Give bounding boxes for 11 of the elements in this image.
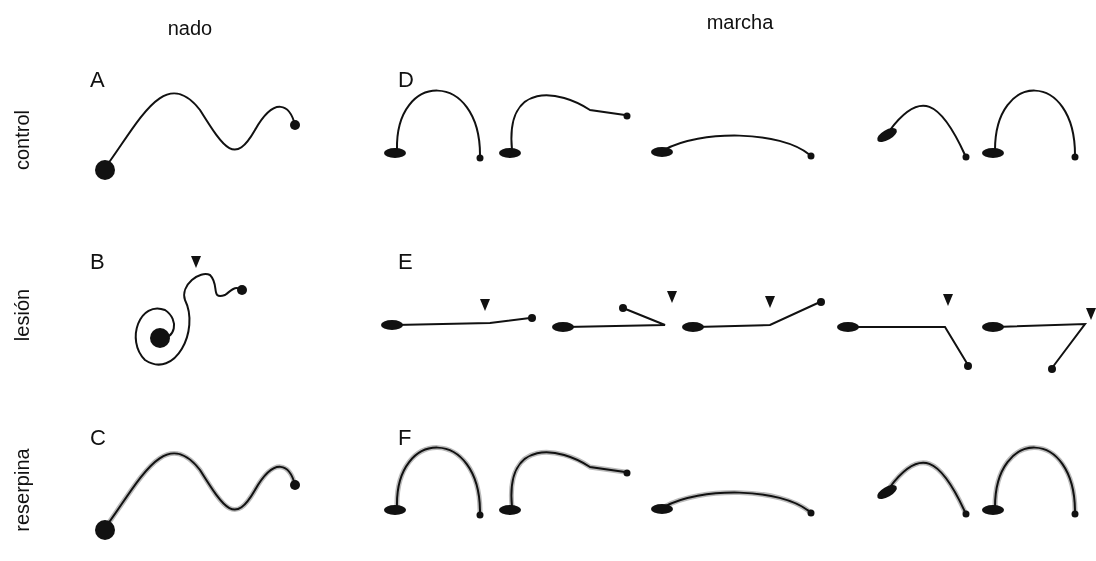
row-label: reserpina [12,448,32,532]
column-heading: nado [167,18,213,38]
panel-letter: C [90,427,106,449]
column-heading: marcha [706,12,774,32]
row-label: control [12,110,32,170]
row-label: lesión [12,288,32,342]
panel-letter: F [398,427,412,449]
panel-letter: D [398,69,414,91]
panel-letter: E [398,251,413,273]
panel-letter: B [90,251,105,273]
panel-letter: A [90,69,105,91]
